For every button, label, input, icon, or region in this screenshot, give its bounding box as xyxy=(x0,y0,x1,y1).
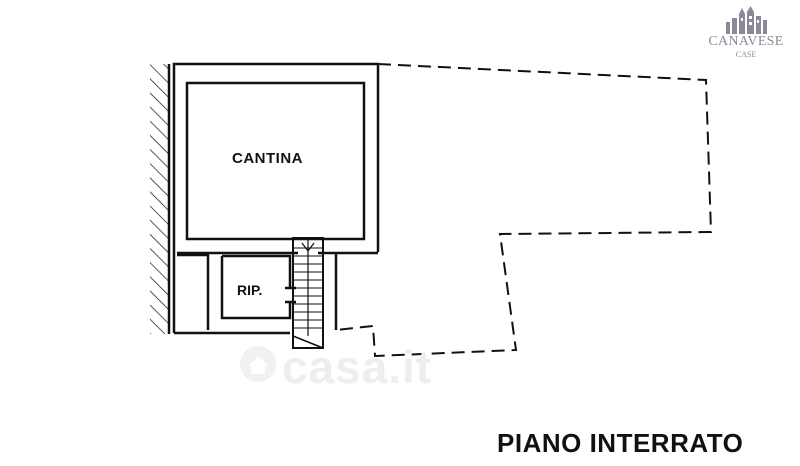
castle-logo-icon xyxy=(726,6,767,34)
lower-walls xyxy=(177,251,378,330)
watermark: casa.it xyxy=(282,341,433,393)
room-label-ripostiglio: RIP. xyxy=(237,282,263,298)
watermark-house-icon xyxy=(240,346,276,382)
cantina-room xyxy=(185,81,366,241)
logo-wordmark: CANAVESE xyxy=(708,34,784,49)
retaining-wall-hatch xyxy=(150,64,169,334)
floor-title: PIANO INTERRATO xyxy=(497,428,744,458)
room-label-cantina: CANTINA xyxy=(232,150,303,167)
outer-walls xyxy=(172,62,380,335)
staircase xyxy=(292,237,324,349)
brand-logo: CANAVESE CASE xyxy=(696,6,796,62)
unexcavated-area-outline xyxy=(335,63,713,358)
logo-subtext: CASE xyxy=(735,50,757,59)
